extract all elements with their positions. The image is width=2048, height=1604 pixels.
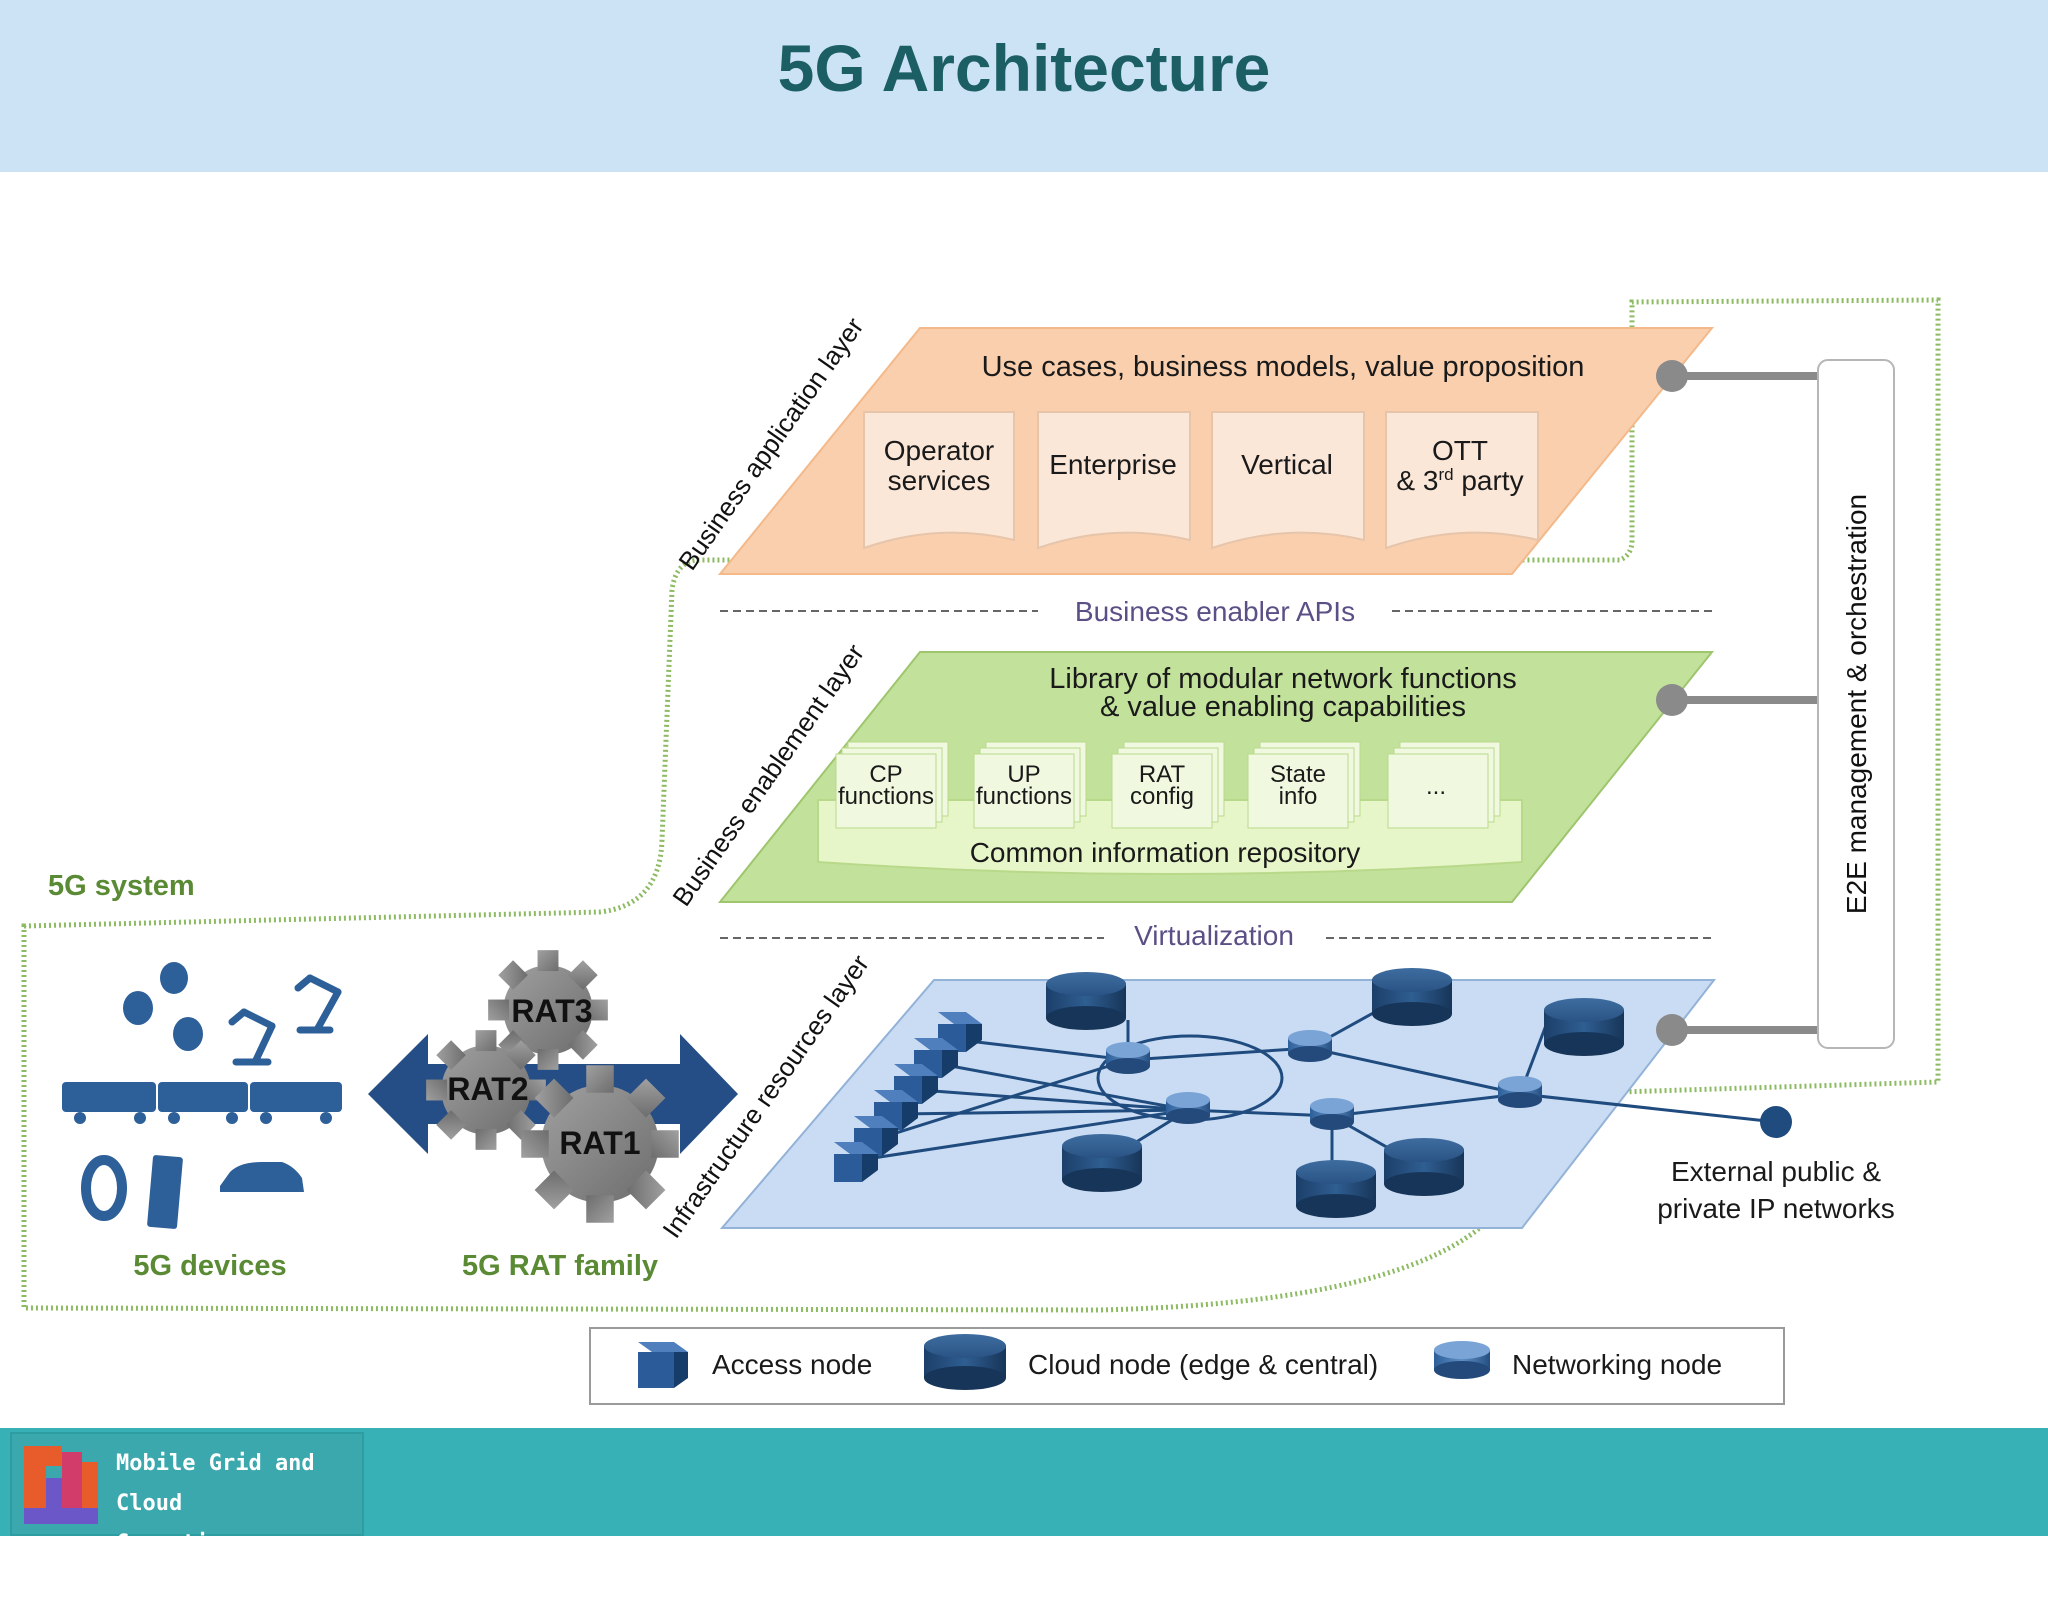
- app-layer-heading: Use cases, business models, value propos…: [982, 351, 1585, 383]
- stack-rat-line2: config: [1130, 783, 1194, 810]
- lab-name-line1: Mobile Grid and Cloud: [116, 1451, 315, 1516]
- external-network-dot: [1760, 1106, 1792, 1138]
- cloud-node-icon: [1372, 968, 1452, 1026]
- 5g-rat-family-label: 5G RAT family: [462, 1250, 658, 1282]
- sensor-icon: [160, 962, 188, 994]
- app-card-operator: Operator services: [863, 411, 1015, 550]
- 5g-system-label: 5G system: [48, 870, 195, 902]
- app-card-vertical: Vertical: [1211, 411, 1365, 550]
- rat2-label: RAT2: [447, 1071, 528, 1107]
- page-title: 5G Architecture: [777, 31, 1271, 105]
- orchestration-label: E2E management & orchestration: [1841, 494, 1872, 914]
- rat1-label: RAT1: [559, 1125, 640, 1161]
- watch-icon: [81, 1155, 127, 1221]
- app-card-enterprise: Enterprise: [1037, 411, 1191, 550]
- cloud-node-icon: [1062, 1134, 1142, 1192]
- app-card-ott-line2: & 3rd party: [1396, 465, 1523, 496]
- 5g-system-outline: [21, 297, 1941, 1313]
- legend-networking-node-label: Networking node: [1512, 1349, 1722, 1380]
- enable-layer-heading-1: Library of modular network functions: [1049, 663, 1516, 695]
- access-node-group: [834, 1012, 982, 1182]
- networking-node-icon: [1498, 1076, 1542, 1108]
- app-card-enterprise-label: Enterprise: [1049, 449, 1177, 480]
- orchestration-box: [1817, 359, 1895, 1049]
- apis-separator-label: Business enabler APIs: [1075, 596, 1355, 627]
- app-card-vertical-label: Vertical: [1241, 449, 1333, 480]
- stack-cp-line1: CP: [869, 761, 902, 788]
- stack-state-info: State info: [1247, 741, 1361, 829]
- lab-logo-icon: [24, 1446, 98, 1524]
- legend-access-node-label: Access node: [712, 1349, 872, 1380]
- conveyor-icon: [62, 1082, 342, 1124]
- sensor-icon: [123, 991, 153, 1025]
- access-node-icon: [874, 1090, 918, 1130]
- legend-networking-node-icon: [1434, 1341, 1490, 1379]
- app-card-ott: OTT & 3rd party: [1385, 411, 1539, 550]
- virtualization-separator-label: Virtualization: [1134, 920, 1294, 951]
- robot-arm-icon: [228, 1008, 276, 1066]
- car-icon: [220, 1162, 304, 1192]
- cloud-node-icon: [1296, 1160, 1376, 1218]
- app-card-ott-line1: OTT: [1432, 435, 1488, 466]
- repository-label: Common information repository: [970, 837, 1361, 868]
- cloud-node-icon: [1046, 972, 1126, 1030]
- legend-box: [589, 1327, 1785, 1405]
- stack-more: ...: [1387, 741, 1501, 829]
- sensor-icon: [173, 1017, 203, 1051]
- robot-arm-icon: [294, 974, 342, 1034]
- cloud-node-icon: [1384, 1138, 1464, 1196]
- lab-name: Mobile Grid and Cloud Computing Laborato…: [116, 1444, 361, 1604]
- lab-badge: Mobile Grid and Cloud Computing Laborato…: [10, 1432, 364, 1596]
- architecture-diagram: Use cases, business models, value propos…: [21, 297, 1941, 1405]
- orchestration-connectors: [1656, 360, 1818, 1046]
- enable-layer-heading-2: & value enabling capabilities: [1100, 691, 1466, 723]
- app-card-operator-line2: services: [888, 465, 991, 496]
- access-node-icon: [894, 1064, 938, 1104]
- external-networks-line1: External public &: [1671, 1156, 1881, 1187]
- cloud-node-icon: [1544, 998, 1624, 1056]
- access-node-icon: [834, 1142, 878, 1182]
- networking-node-icon: [1310, 1098, 1354, 1130]
- stack-rat-line1: RAT: [1139, 761, 1186, 788]
- lab-name-line2: Computing Laboratory: [116, 1531, 249, 1596]
- header-bar: [0, 0, 2048, 172]
- external-networks-line2: private IP networks: [1657, 1193, 1895, 1224]
- 5g-devices-label: 5G devices: [133, 1250, 286, 1282]
- stack-rat-config: RAT config: [1111, 741, 1225, 829]
- stack-up-line1: UP: [1007, 761, 1040, 788]
- stack-up-line2: functions: [976, 783, 1072, 810]
- stack-up-functions: UP functions: [973, 741, 1087, 829]
- devices-group: [62, 962, 342, 1229]
- networking-node-icon: [1166, 1092, 1210, 1124]
- stack-state-line1: State: [1270, 761, 1326, 788]
- stack-state-line2: info: [1279, 783, 1318, 810]
- legend-cloud-node-label: Cloud node (edge & central): [1028, 1349, 1378, 1380]
- networking-node-icon: [1106, 1042, 1150, 1074]
- legend-access-node-icon: [638, 1342, 688, 1388]
- phone-icon: [147, 1155, 183, 1229]
- stack-more-label: ...: [1426, 773, 1446, 800]
- stack-cp-line2: functions: [838, 783, 934, 810]
- legend-cloud-node-icon: [924, 1334, 1006, 1390]
- networking-node-icon: [1288, 1030, 1332, 1062]
- app-card-operator-line1: Operator: [884, 435, 995, 466]
- stack-cp-functions: CP functions: [835, 741, 949, 829]
- rat3-label: RAT3: [511, 993, 592, 1029]
